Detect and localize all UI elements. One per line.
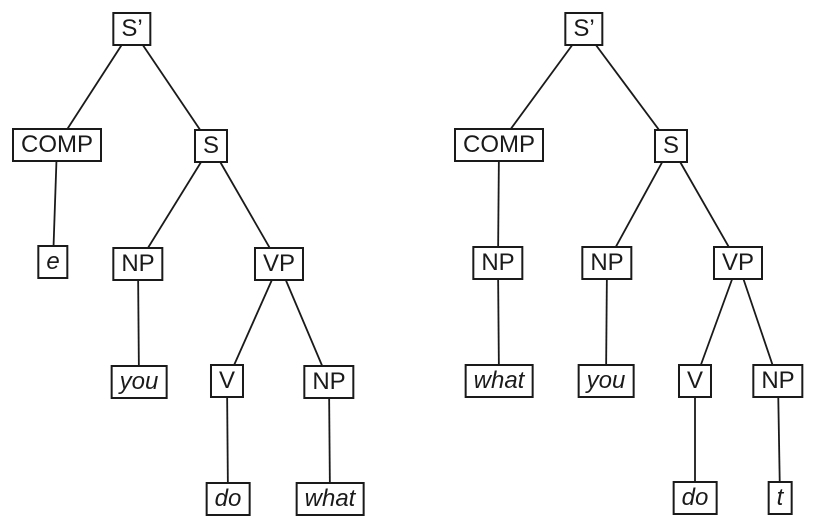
left-node-comp: COMP <box>12 128 102 162</box>
edge-s-vp <box>210 145 280 265</box>
left-node-you: you <box>110 365 168 399</box>
edge-sbar-s <box>583 28 672 147</box>
edge-s-np <box>606 145 672 264</box>
edge-s-vp <box>670 145 739 264</box>
right-node-t: t <box>767 481 793 515</box>
right-node-np-object: NP <box>752 364 804 398</box>
left-node-s-bar: S’ <box>112 12 152 46</box>
edge-np-what <box>497 262 500 382</box>
edge-sbar-comp <box>56 28 133 146</box>
edge-comp-e <box>52 144 58 263</box>
right-node-v: V <box>677 364 713 398</box>
edge-np-you <box>137 263 140 383</box>
edge-np-you <box>605 262 608 382</box>
right-node-what: what <box>464 364 534 398</box>
edge-comp-np <box>497 144 500 264</box>
right-node-do: do <box>672 481 718 515</box>
left-node-np-subject: NP <box>112 247 164 281</box>
edge-sbar-s <box>131 28 212 147</box>
right-node-comp: COMP <box>454 128 544 162</box>
edge-v-do <box>226 380 229 500</box>
left-node-what: what <box>295 482 365 516</box>
edge-vp-np <box>737 262 779 382</box>
right-node-vp: VP <box>712 246 764 280</box>
right-node-np-subject: NP <box>581 246 633 280</box>
left-node-s: S <box>193 129 229 163</box>
edge-np-t <box>777 380 781 499</box>
edge-vp-v <box>226 263 280 382</box>
edge-sbar-comp <box>498 28 585 146</box>
right-node-np-comp: NP <box>472 246 524 280</box>
left-node-e: e <box>37 245 69 279</box>
right-node-s: S <box>653 129 689 163</box>
edge-np-what <box>328 381 331 500</box>
edge-s-np <box>137 145 212 265</box>
left-node-vp: VP <box>253 247 305 281</box>
left-node-do: do <box>205 482 251 516</box>
right-node-s-bar: S’ <box>564 12 604 46</box>
left-node-np-object: NP <box>303 365 355 399</box>
edge-vp-np <box>278 263 330 383</box>
edge-vp-v <box>694 262 739 382</box>
right-node-you: you <box>577 364 635 398</box>
left-node-v: V <box>209 364 245 398</box>
